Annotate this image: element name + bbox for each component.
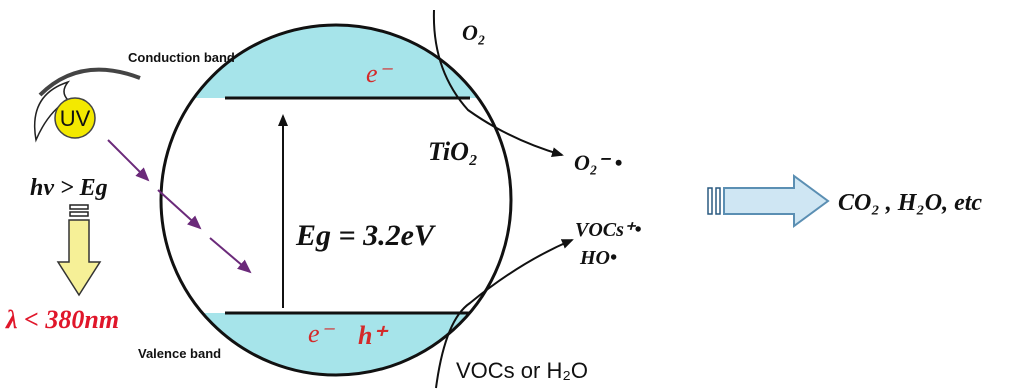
- voc-radical-label: VOCs⁺•: [575, 219, 641, 241]
- superoxide-label: O₂⁻ •: [574, 150, 622, 175]
- valence-band-label: Valence band: [138, 346, 221, 361]
- wavelength-down-arrow: [56, 204, 102, 297]
- tio2-particle-circle: [159, 23, 513, 377]
- oxygen-reduction-arrow: [432, 9, 564, 158]
- electron-conduction-label: e⁻: [366, 59, 394, 88]
- band-gap-label: Eg = 3.2eV: [295, 219, 437, 252]
- uv-crescent: [34, 80, 71, 143]
- voc-water-label: VOCs or H₂O: [456, 358, 588, 383]
- uv-crescent-arc: [38, 67, 141, 97]
- products-label: CO₂ , H₂O, etc: [838, 190, 982, 216]
- oxygen-label: O₂: [462, 20, 486, 45]
- wavelength-label: λ < 380nm: [5, 305, 119, 334]
- photon-energy-label: hv > Eg: [30, 175, 108, 201]
- hydroxyl-radical-label: HO•: [579, 247, 617, 269]
- uv-label: UV: [60, 106, 91, 131]
- conduction-band-label: Conduction band: [128, 50, 235, 65]
- products-right-arrow: [707, 174, 830, 228]
- hole-label: h⁺: [358, 321, 388, 350]
- tio2-label: TiO₂: [428, 137, 478, 166]
- voc-oxidation-arrow: [435, 239, 574, 389]
- electron-valence-label: e⁻: [308, 319, 336, 348]
- photon-arrows: [107, 139, 252, 274]
- uv-sun-icon: [54, 97, 96, 139]
